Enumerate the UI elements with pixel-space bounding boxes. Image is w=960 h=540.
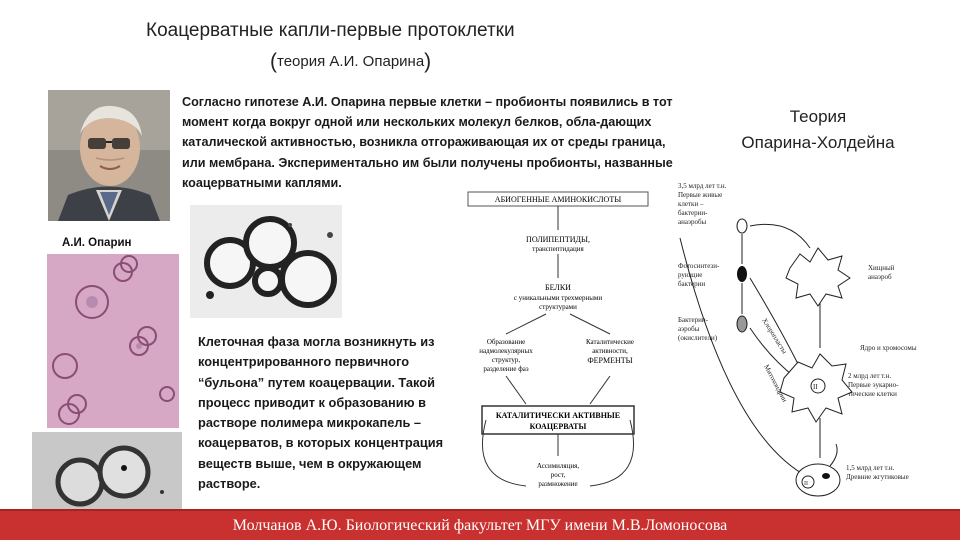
portrait-caption: А.И. Опарин	[62, 237, 132, 249]
subtitle-paren-open: (	[270, 50, 277, 73]
subtitle-paren-close: )	[424, 50, 432, 73]
evolution-diagram: 3,5 млрд лет т.н. Первые живые клетки – …	[660, 178, 942, 509]
svg-text:II: II	[813, 383, 818, 391]
evo-15-1: 1,5 млрд лет т.н.	[846, 464, 895, 472]
flow-proteins-sub2: структурами	[539, 303, 577, 311]
flow-coacervates2: КОАЦЕРВАТЫ	[530, 422, 587, 431]
evo-2-1: 2 млрд лет т.н.	[848, 372, 891, 380]
footer-bar: Молчанов А.Ю. Биологический факультет МГ…	[0, 509, 960, 540]
theory-title: Теория Опарина-Холдейна	[712, 104, 924, 156]
evo-2-3: тические клетки	[848, 390, 897, 398]
subtitle-text: теория А.И. Опарина	[277, 53, 425, 70]
evo-2-2: Первые эукарио-	[848, 381, 899, 389]
coacervation-paragraph: Клеточная фаза могла возникнуть из конце…	[198, 334, 444, 492]
footer-text: Молчанов А.Ю. Биологический факультет МГ…	[232, 516, 728, 534]
flow-coacervates1: КАТАЛИТИЧЕСКИ АКТИВНЫЕ	[496, 411, 620, 420]
slide-subtitle: (теория А.И. Опарина)	[270, 50, 431, 74]
flow-left3: структур,	[492, 356, 520, 364]
coacervate-micrograph-top	[190, 205, 342, 318]
evo-35-1: 3,5 млрд лет т.н.	[678, 182, 727, 190]
theory-title-line2: Опарина-Холдейна	[741, 133, 895, 152]
evo-35-3: клетки –	[678, 200, 704, 208]
evo-35-2: Первые живые	[678, 191, 722, 199]
svg-text:II: II	[804, 481, 808, 487]
flow-bottom1: Ассимиляция,	[537, 462, 579, 470]
evo-35-4: бактерии-	[678, 209, 708, 217]
flow-bottom2: рост,	[551, 471, 566, 479]
abiogenesis-flowchart: АБИОГЕННЫЕ АМИНОКИСЛОТЫ ПОЛИПЕПТИДЫ, тра…	[466, 190, 650, 509]
flow-top: АБИОГЕННЫЕ АМИНОКИСЛОТЫ	[495, 195, 621, 204]
hypothesis-paragraph: Согласно гипотезе А.И. Опарина первые кл…	[182, 95, 673, 190]
coacervate-micrograph-bottom	[32, 432, 182, 509]
oparin-portrait	[48, 90, 170, 221]
flow-right3: ФЕРМЕНТЫ	[587, 356, 632, 365]
evo-15-2: Древние жгутиковые	[846, 473, 909, 481]
evo-photo-3: бактерии	[678, 280, 705, 288]
flow-polypeptides: ПОЛИПЕПТИДЫ,	[526, 235, 590, 244]
evo-aerob-3: (окислители)	[678, 334, 718, 342]
flow-left2: надмолекулярных	[479, 347, 533, 355]
evo-photo-1: Фотосинтези-	[678, 262, 720, 270]
evo-aerob-1: Бактерии-	[678, 316, 709, 324]
evo-aerob-2: аэробы	[678, 325, 700, 333]
flow-transpeptidation: транспептидация	[532, 245, 584, 253]
flow-proteins: БЕЛКИ	[545, 283, 571, 292]
flow-left4: разделение фаз	[483, 365, 529, 373]
flow-bottom3: размножение	[538, 480, 577, 488]
evo-predator-1: Хищный	[868, 264, 895, 272]
flow-left1: Образование	[487, 338, 525, 346]
flow-proteins-sub1: с уникальными трехмерными	[514, 294, 602, 302]
flow-right2: активности,	[592, 347, 628, 355]
slide-title: Коацерватные капли-первые протоклетки	[146, 20, 515, 41]
theory-title-line1: Теория	[789, 107, 847, 126]
evo-nucleus: Ядро и хромосомы	[860, 344, 917, 352]
coacervate-micrograph-pink	[47, 254, 179, 428]
evo-predator-2: анаэроб	[868, 273, 892, 281]
flow-right1: Каталитические	[586, 338, 634, 346]
evo-35-5: анаэробы	[678, 218, 707, 226]
